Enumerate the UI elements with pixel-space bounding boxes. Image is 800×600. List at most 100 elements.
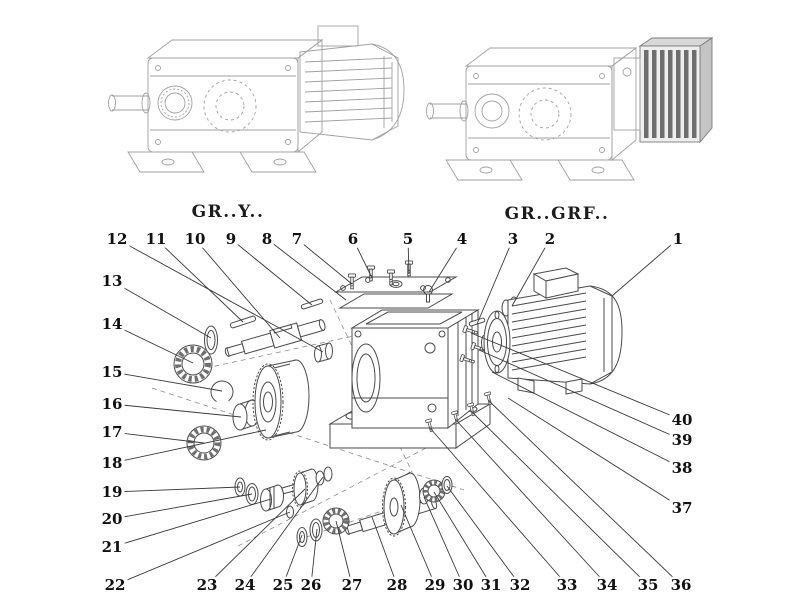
leader-line-16	[111, 403, 242, 418]
housing-cover	[334, 276, 458, 309]
callout-4: 4	[454, 229, 470, 248]
callout-40: 40	[669, 410, 695, 429]
callout-14: 14	[99, 314, 125, 333]
motor	[507, 267, 623, 395]
shaft-key-2	[300, 298, 324, 310]
assembled-view-gr-y	[108, 25, 405, 173]
leader-line-15	[111, 371, 223, 392]
callout-15: 15	[99, 362, 125, 381]
callout-23: 23	[194, 575, 220, 594]
gear-housing	[350, 309, 480, 430]
variant-label-gr-y: GR..Y..	[191, 202, 265, 222]
leader-line-26	[310, 528, 318, 586]
callout-16: 16	[99, 394, 125, 413]
callout-5: 5	[400, 229, 416, 248]
leader-line-20	[111, 493, 253, 520]
callout-30: 30	[450, 575, 476, 594]
callout-22: 22	[102, 575, 128, 594]
leader-line-36	[488, 400, 682, 586]
leader-line-1	[611, 238, 679, 297]
callout-2: 2	[542, 229, 558, 248]
leader-line-40	[470, 332, 683, 421]
callout-18: 18	[99, 453, 125, 472]
rings-24	[315, 466, 333, 486]
leader-line-4	[428, 238, 463, 293]
leader-line-3	[476, 238, 514, 325]
output-shaft-right	[426, 93, 510, 129]
vent-plug	[314, 342, 333, 363]
variant-label-gr-grf: GR..GRF..	[504, 204, 610, 224]
callout-7: 7	[289, 229, 305, 248]
ball-bearing-output-right	[422, 479, 446, 503]
leader-line-13	[111, 280, 212, 339]
callout-11: 11	[143, 229, 169, 248]
gearbox-housing-right	[464, 47, 638, 161]
callout-38: 38	[669, 458, 695, 477]
leader-line-37	[507, 397, 683, 509]
mounting-feet-right	[445, 159, 635, 181]
callout-3: 3	[505, 229, 521, 248]
leader-line-25	[282, 534, 303, 586]
callout-35: 35	[635, 575, 661, 594]
callout-19: 19	[99, 482, 125, 501]
leader-lines	[111, 238, 683, 586]
callout-24: 24	[232, 575, 258, 594]
motor-key	[468, 317, 486, 327]
callout-1: 1	[670, 229, 686, 248]
callout-13: 13	[99, 271, 125, 290]
callout-37: 37	[669, 498, 695, 517]
cover-bolts	[347, 260, 433, 303]
leader-line-28	[371, 516, 398, 586]
callout-33: 33	[554, 575, 580, 594]
leader-line-35	[471, 411, 649, 586]
leader-line-19	[111, 486, 241, 493]
callout-8: 8	[259, 229, 275, 248]
leader-line-10	[194, 238, 281, 339]
leader-line-29	[400, 504, 436, 586]
callout-12: 12	[104, 229, 130, 248]
leader-line-34	[455, 419, 608, 586]
output-gear	[382, 472, 421, 537]
pinion-shaft	[260, 482, 300, 512]
assembled-view-gr-grf	[426, 37, 714, 181]
input-shaft	[224, 319, 326, 357]
callout-9: 9	[223, 229, 239, 248]
callout-26: 26	[298, 575, 324, 594]
ball-bearing-input	[173, 344, 213, 384]
leader-line-39	[478, 349, 683, 441]
callout-28: 28	[384, 575, 410, 594]
leader-line-12	[116, 238, 324, 353]
ring-22	[286, 505, 294, 519]
leader-line-31	[433, 491, 492, 586]
leader-line-21	[111, 498, 272, 548]
callout-31: 31	[478, 575, 504, 594]
ring-26	[309, 518, 323, 542]
callout-29: 29	[422, 575, 448, 594]
callout-32: 32	[507, 575, 533, 594]
leader-line-9	[230, 238, 313, 306]
callout-34: 34	[594, 575, 620, 594]
leader-line-32	[446, 485, 521, 586]
callout-36: 36	[668, 575, 694, 594]
mounting-feet-left	[127, 151, 317, 173]
leader-line-8	[266, 238, 347, 301]
leader-line-38	[491, 371, 683, 469]
leader-line-2	[511, 238, 551, 307]
leader-line-14	[111, 323, 194, 364]
leader-line-33	[429, 427, 568, 586]
callout-10: 10	[182, 229, 208, 248]
motor-flange	[481, 310, 511, 374]
motor-left	[299, 25, 405, 141]
callout-39: 39	[669, 430, 695, 449]
exploded-view	[111, 238, 683, 586]
callout-25: 25	[270, 575, 296, 594]
leader-line-22	[114, 511, 291, 586]
finned-drive-unit	[613, 37, 714, 144]
leader-line-17	[111, 431, 205, 444]
gearbox-housing-left	[146, 39, 324, 153]
leader-line-24	[244, 476, 324, 586]
callout-21: 21	[99, 537, 125, 556]
leader-line-27	[335, 520, 353, 586]
oil-seal	[204, 325, 218, 355]
